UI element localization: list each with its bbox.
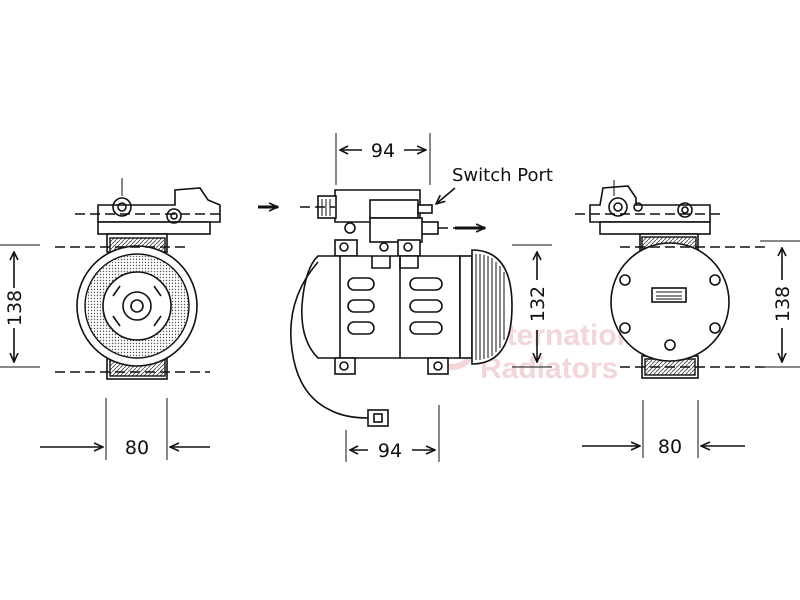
center-height-dimension: 132 xyxy=(512,244,552,368)
right-height-dimension: 138 xyxy=(760,240,800,368)
dimension-label-center-height: 132 xyxy=(527,286,549,322)
center-bottom-width-dimension: 94 xyxy=(345,405,440,462)
right-view xyxy=(575,180,770,379)
dimension-label-left-width: 80 xyxy=(125,437,149,459)
watermark-line2: Radiators xyxy=(480,352,618,385)
left-width-dimension: 80 xyxy=(40,398,210,460)
watermark: International Radiators xyxy=(427,319,660,385)
center-top-width-dimension: 94 xyxy=(335,133,431,185)
left-height-dimension: 138 xyxy=(0,244,40,368)
switch-port-callout: Switch Port xyxy=(436,165,553,204)
dimension-label-center-top-width: 94 xyxy=(371,140,395,162)
dimension-label-right-height: 138 xyxy=(772,286,794,322)
dimension-label-right-width: 80 xyxy=(658,436,682,458)
switch-port-label: Switch Port xyxy=(452,165,553,186)
dimension-label-center-bottom-width: 94 xyxy=(378,440,402,462)
right-width-dimension: 80 xyxy=(582,400,745,458)
left-view xyxy=(55,178,225,380)
center-view xyxy=(258,189,513,427)
dimension-label-left-height: 138 xyxy=(4,290,26,326)
